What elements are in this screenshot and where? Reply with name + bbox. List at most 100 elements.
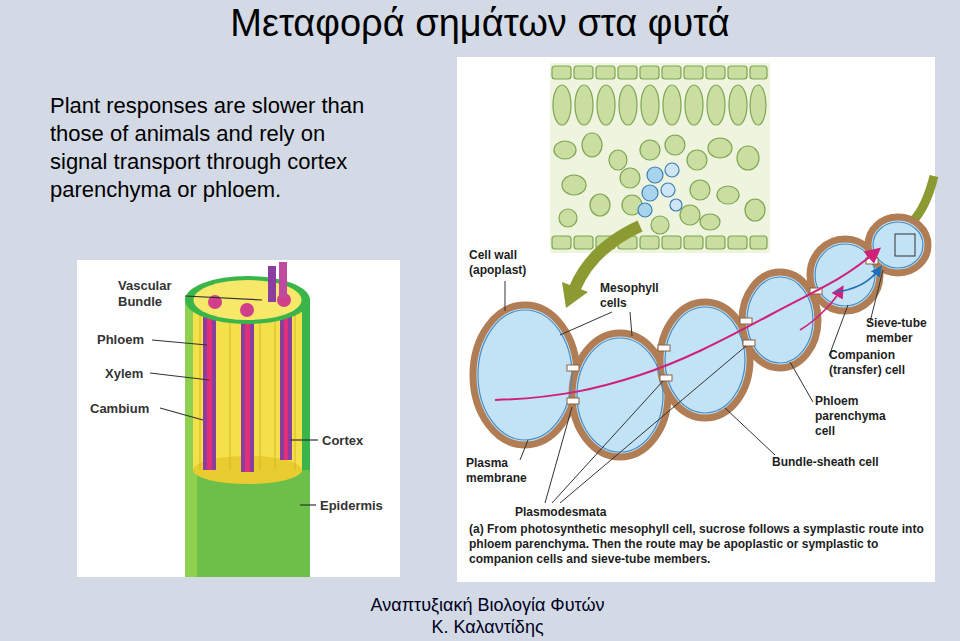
illustration-part (560, 346, 746, 503)
illustration-part (640, 140, 660, 160)
illustration-part (552, 66, 571, 79)
illustration-part (747, 277, 813, 363)
illustration-part (647, 167, 663, 183)
illustration-part (245, 322, 250, 472)
stem-panel (77, 260, 400, 577)
illustration-part (185, 300, 310, 577)
illustration-part (185, 470, 310, 577)
illustration-part (230, 300, 231, 470)
illustration-part (574, 66, 593, 79)
illustration-part (873, 222, 923, 268)
leaf-section (550, 63, 770, 253)
illustration-part (152, 340, 207, 345)
illustration-part (662, 66, 681, 79)
body-text: Plant responses are slower than those of… (50, 92, 385, 204)
illustration-part (750, 66, 767, 79)
illustration-part (868, 217, 928, 273)
illustration-part (912, 176, 934, 222)
illustration-part (640, 66, 659, 79)
illustration-part (687, 150, 707, 170)
illustration-part (641, 85, 659, 125)
illustration-part (700, 214, 720, 230)
part-label: Phloem parenchyma cell (815, 394, 895, 439)
illustration-part (651, 216, 669, 234)
illustration-part (200, 300, 201, 470)
illustration-part (665, 163, 679, 177)
illustration-part (275, 300, 276, 470)
illustration-part (663, 85, 681, 125)
illustration-part (495, 250, 878, 400)
illustration-part (280, 310, 292, 460)
illustration-part (505, 281, 506, 311)
illustration-part (706, 66, 725, 79)
illustration-part (478, 222, 923, 452)
cell-chain (473, 217, 928, 457)
illustration-part (619, 85, 637, 125)
illustration-part (260, 300, 261, 470)
illustration-part (552, 381, 663, 503)
part-label: Cell wall (apoplast) (469, 248, 549, 278)
illustration-part (684, 236, 703, 249)
illustration-part (160, 408, 203, 420)
illustration-part (150, 296, 318, 505)
illustration-part (790, 362, 813, 402)
part-label: Mesophyll cells (600, 281, 678, 311)
illustration-part (609, 150, 627, 170)
footer-text: Αναπτυξιακή Βιολογία Φυτών (80, 594, 895, 616)
illustration-part (728, 66, 747, 79)
part-label: Plasmodesmata (515, 505, 635, 520)
illustration-part (241, 322, 254, 472)
part-label: Phloem (97, 332, 157, 348)
illustration-part (660, 375, 672, 381)
part-label: Cambium (90, 401, 160, 417)
illustration-part (685, 85, 703, 125)
illustration-part (870, 270, 883, 322)
illustration-part (717, 186, 739, 204)
figure-caption: (a) From photosynthetic mesophyll cell, … (469, 522, 927, 567)
illustration-part (684, 66, 703, 79)
part-label: Sieve-tube member (866, 316, 934, 346)
illustration-part (680, 205, 700, 225)
illustration-part (638, 203, 652, 217)
illustration-part (575, 226, 640, 288)
phloem-loading-panel (457, 57, 935, 582)
illustration-part (562, 175, 586, 195)
illustration-part (706, 236, 725, 249)
illustration-part (560, 312, 612, 335)
illustration-part (670, 199, 682, 211)
illustration-part (690, 180, 710, 200)
illustration-part (665, 307, 745, 413)
illustration-part (279, 262, 287, 298)
illustration-part (567, 365, 579, 371)
slide-title: Μεταφορά σημάτων στα φυτά (0, 2, 960, 45)
illustration-part (658, 345, 670, 351)
illustration-part (567, 398, 579, 404)
illustration-part (630, 312, 632, 336)
illustration-part (707, 85, 725, 125)
footer-text: Κ. Καλαντίδης (80, 616, 895, 638)
illustration-part (562, 282, 588, 308)
illustration-part (575, 85, 593, 125)
illustration-part (742, 272, 818, 368)
illustration-part (203, 310, 216, 470)
illustration-part (290, 439, 318, 440)
illustration-part (295, 300, 296, 470)
illustration-part (660, 302, 750, 418)
illustration-part (520, 440, 528, 460)
illustration-part (185, 296, 262, 300)
illustration-part (750, 85, 766, 125)
illustration-part (800, 288, 842, 330)
illustration-part (743, 340, 755, 346)
illustration-part (662, 236, 681, 249)
illustration-part (478, 310, 572, 440)
illustration-part (750, 236, 767, 249)
illustration-part (574, 236, 593, 249)
illustration-part (728, 236, 747, 249)
illustration-part (725, 408, 775, 455)
illustration-part (150, 373, 209, 380)
illustration-part (300, 504, 316, 505)
illustration-part (457, 57, 935, 582)
part-label: Companion (transfer) cell (829, 348, 929, 378)
illustration-part (745, 199, 765, 221)
